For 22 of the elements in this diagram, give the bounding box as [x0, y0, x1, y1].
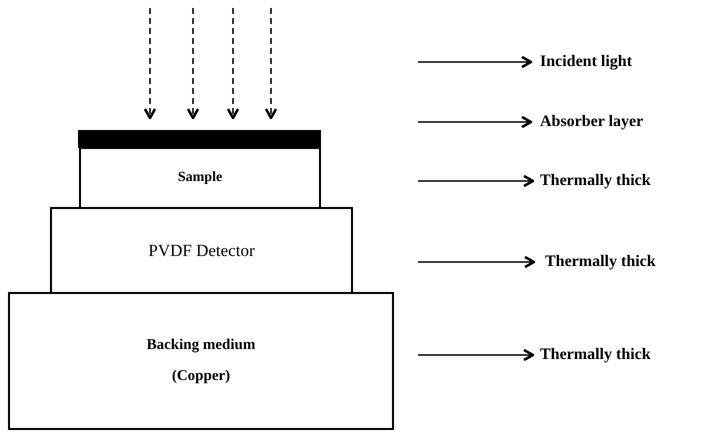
arrow [418, 116, 532, 128]
callout-label: Thermally thick [540, 346, 651, 364]
callout-label: Thermally thick [540, 172, 651, 190]
arrow [418, 348, 534, 362]
arrow [418, 174, 534, 188]
arrow [186, 8, 200, 120]
layer-label: PVDF Detector [148, 240, 255, 260]
callout-label: Incident light [540, 53, 632, 71]
arrow [264, 8, 278, 120]
arrow [144, 8, 156, 120]
layer-label: (Copper) [172, 368, 230, 385]
layer-box [50, 207, 353, 294]
layer-label: Backing medium [146, 337, 256, 354]
absorber-layer-bar [78, 130, 321, 148]
arrow [418, 256, 536, 268]
arrow [418, 56, 532, 68]
layer-box [8, 292, 394, 430]
callout-label: Absorber layer [540, 113, 644, 131]
layer-box [79, 147, 321, 209]
arrow [226, 8, 240, 120]
layer-label: Sample [178, 170, 222, 186]
callout-label: Thermally thick [545, 253, 656, 271]
